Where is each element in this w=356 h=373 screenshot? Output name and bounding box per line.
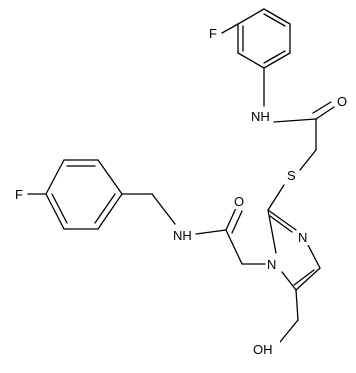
svg-text:O: O <box>337 94 347 109</box>
bond-carbonyl-mid-double-a <box>225 207 237 231</box>
svg-text:F: F <box>209 26 217 41</box>
svg-text:NH: NH <box>251 109 270 124</box>
bond-ch2-to-s <box>299 149 317 171</box>
bond-nh-to-carbonyl-top <box>273 118 317 123</box>
bond-s-to-imidazole-c2 <box>267 184 285 211</box>
bond-ring-to-fluorine-top <box>221 23 239 34</box>
atom-oxygen-mid: O <box>233 194 246 209</box>
svg-text:F: F <box>15 187 23 202</box>
bond-ch2-to-oh <box>279 319 299 343</box>
bond-nh-to-carbonyl-mid <box>195 229 227 235</box>
bond-carbonyl-top-double-a <box>315 106 335 120</box>
imidazole-ring <box>267 209 321 291</box>
atom-nh-top: NH <box>250 108 273 124</box>
atom-oxygen-top: O <box>336 94 349 109</box>
atom-fluorine-top: F <box>207 26 220 41</box>
bond-c5-to-ch2oh <box>295 289 299 321</box>
atom-hydroxyl: OH <box>252 341 280 357</box>
atom-fluorine-left: F <box>14 187 27 202</box>
bond-benzyl-ch2-to-nh <box>151 193 176 225</box>
bond-carbonyl-top-double-b <box>312 101 332 114</box>
bond-carbonyl-to-ch2-mid <box>225 229 243 265</box>
bond-carbonyl-mid-double-b <box>231 210 243 234</box>
svg-text:N: N <box>298 230 307 245</box>
svg-text:OH: OH <box>253 342 273 357</box>
atom-sulfur: S <box>286 167 299 183</box>
top-fluorophenyl-ring <box>237 8 291 69</box>
svg-text:NH: NH <box>173 228 192 243</box>
atom-imidazole-n3: N <box>297 229 310 245</box>
svg-text:N: N <box>267 257 276 272</box>
svg-text:O: O <box>234 194 244 209</box>
left-fluorophenyl-ring <box>45 159 123 230</box>
svg-text:S: S <box>287 168 296 183</box>
atom-nh-mid: NH <box>172 227 195 243</box>
atom-imidazole-n1: N <box>266 256 279 272</box>
